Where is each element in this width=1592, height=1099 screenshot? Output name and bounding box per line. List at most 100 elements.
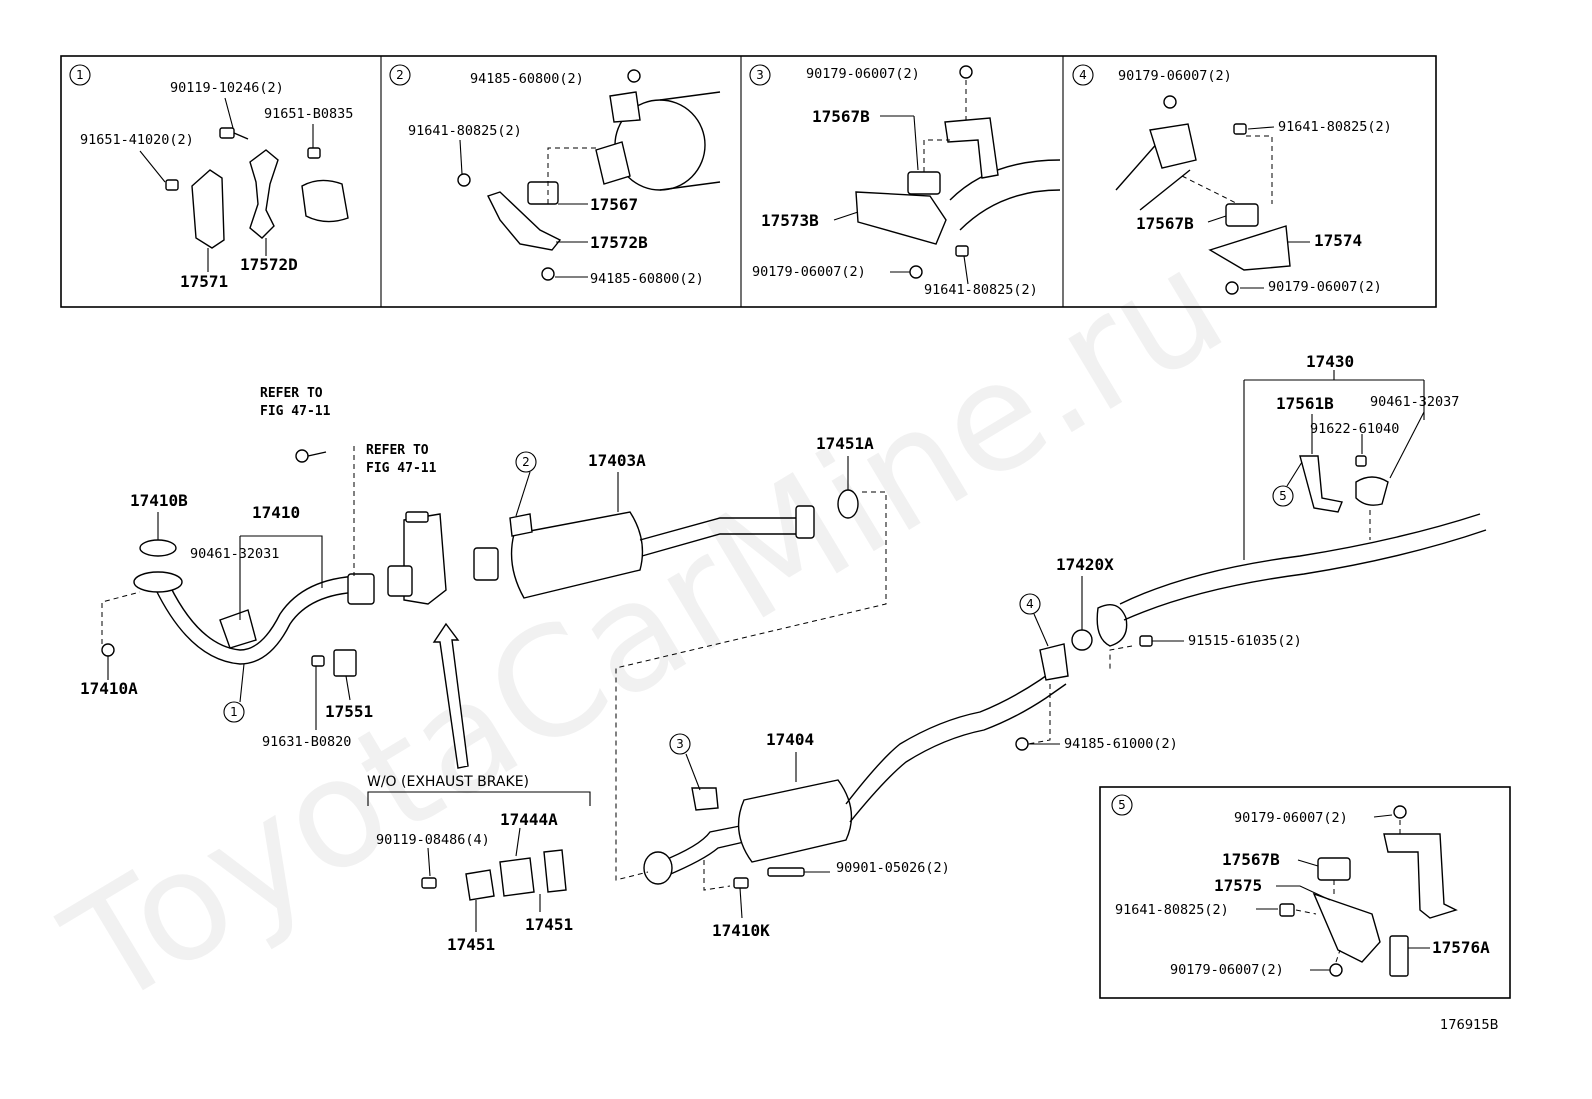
part-number: 17410K	[712, 921, 770, 940]
part-number: 90179-06007(2)	[1268, 279, 1382, 295]
part-number: 91641-80825(2)	[408, 123, 522, 139]
hanger-shape	[691, 787, 719, 811]
part-number: 17444A	[500, 810, 558, 829]
part-number: 90179-06007(2)	[1234, 810, 1348, 826]
part-number: 91641-80825(2)	[1115, 902, 1229, 918]
part-number: 91515-61035(2)	[1188, 633, 1302, 649]
callout-marker: 5	[1279, 489, 1287, 503]
muffler-shape	[737, 779, 853, 863]
variant-caption: W/O (EXHAUST BRAKE)	[367, 774, 529, 790]
rubber-mount-shape	[1317, 857, 1351, 881]
hanger-shape	[1383, 833, 1458, 919]
part-number: 94185-60800(2)	[590, 271, 704, 287]
bolt-shape	[165, 179, 179, 191]
part-number: 17573B	[761, 211, 819, 230]
bolt-shape	[1233, 123, 1247, 135]
detail-panel-1: 1 90119-10246(2) 91651-B0835 91651-41020…	[69, 64, 353, 291]
part-number: 17410B	[130, 491, 188, 510]
pipe-shape	[949, 159, 1061, 231]
detail-panel-4: 4 90179-06007(2) 91641-80825(2) 17567B 1…	[1072, 64, 1392, 295]
clamp-shape	[219, 609, 257, 649]
detail-panels-strip	[60, 55, 1437, 308]
converter-shape	[510, 511, 644, 599]
rubber-mount-shape	[527, 181, 559, 205]
part-number: 91651-41020(2)	[80, 132, 194, 148]
part-number: 17410	[252, 503, 300, 522]
main-labels: REFER TO FIG 47-11 REFER TO FIG 47-11 17…	[80, 352, 1499, 1033]
hanger-shape	[944, 117, 999, 179]
refer-to-label: REFER TO	[260, 386, 323, 401]
callout-marker: 2	[522, 455, 530, 469]
plate-17551-shape	[333, 649, 357, 677]
part-number: 90179-06007(2)	[806, 66, 920, 82]
bracket-17571-shape	[191, 169, 225, 249]
flange-shape	[795, 505, 815, 539]
bolt-shape	[767, 867, 805, 877]
bracket-17575-shape	[1312, 892, 1381, 963]
part-number: 91631-B0820	[262, 734, 351, 750]
detail-panel-3: 3 90179-06007(2) 17567B 17573B 90179-060…	[749, 64, 1061, 298]
front-pipe-shape	[154, 575, 361, 665]
gasket-17420x-shape	[1071, 629, 1093, 651]
part-number: 17551	[325, 702, 373, 721]
part-number: 94185-60800(2)	[470, 71, 584, 87]
part-number: 17451A	[816, 434, 874, 453]
part-number: 17567B	[812, 107, 870, 126]
bolt-shape	[955, 245, 969, 257]
part-number: 94185-61000(2)	[1064, 736, 1178, 752]
part-number: 17567B	[1136, 214, 1194, 233]
flange-shape	[595, 141, 631, 185]
part-number: 90119-08486(4)	[376, 832, 490, 848]
flange-shape	[387, 565, 413, 597]
bolt-shape	[1279, 903, 1295, 917]
part-number: 91641-80825(2)	[924, 282, 1038, 298]
part-number: 90179-06007(2)	[1118, 68, 1232, 84]
bolt-shape	[1355, 455, 1367, 467]
part-number: 90119-10246(2)	[170, 80, 284, 96]
plate-17444a-shape	[499, 857, 535, 897]
flange-shape	[1096, 604, 1128, 647]
bushing-shape	[301, 179, 349, 223]
bracket-shape	[509, 513, 533, 537]
flange-shape	[643, 851, 673, 885]
hanger-bracket-shape	[609, 91, 641, 123]
part-number: 17430	[1306, 352, 1354, 371]
flange-shape	[473, 547, 499, 581]
part-number: 91651-B0835	[264, 106, 353, 122]
part-number: 17403A	[588, 451, 646, 470]
figure-code: 176915B	[1440, 1018, 1499, 1033]
bolt-shape	[311, 655, 325, 667]
bolt-shape	[1139, 635, 1153, 647]
part-number: 90461-32031	[190, 546, 279, 562]
bracket-17573b-shape	[855, 191, 947, 245]
panel-index: 1	[76, 68, 84, 82]
link-17572d-shape	[249, 149, 279, 239]
detail-panel-5: 5 90179-06007(2) 17567B 17575 91641-8082…	[1099, 786, 1511, 999]
bracket-17574-shape	[1208, 225, 1291, 271]
flange-shape	[347, 573, 375, 605]
detail-panel-2: 2 94185-60800(2) 91641-80825(2) 17567 17…	[389, 64, 721, 287]
part-number: 17572B	[590, 233, 648, 252]
callout-marker: 4	[1026, 597, 1034, 611]
pipe-shape	[1115, 139, 1191, 211]
part-number: 17576A	[1432, 938, 1490, 957]
bracket-17572b-shape	[487, 191, 562, 251]
part-number: 90179-06007(2)	[1170, 962, 1284, 978]
gasket-17451-shape	[543, 849, 567, 893]
panel-index: 3	[756, 68, 764, 82]
hanger-shape	[1149, 123, 1197, 169]
flange-shape	[133, 571, 183, 593]
gasket-17451-shape	[465, 869, 495, 901]
part-number: 17451	[525, 915, 573, 934]
panel-index: 4	[1079, 68, 1087, 82]
callout-marker: 1	[230, 705, 238, 719]
main-exhaust-assembly: 1 2 3 4 5	[101, 370, 1487, 932]
clamp-shape	[1355, 476, 1389, 506]
part-number: 91622-61040	[1310, 421, 1399, 437]
part-number: 17574	[1314, 231, 1362, 250]
hanger-shape	[1299, 455, 1343, 513]
bolt-shape	[219, 127, 235, 139]
part-number: 17571	[180, 272, 228, 291]
part-number: 90901-05026(2)	[836, 860, 950, 876]
stud-shape	[733, 877, 749, 889]
